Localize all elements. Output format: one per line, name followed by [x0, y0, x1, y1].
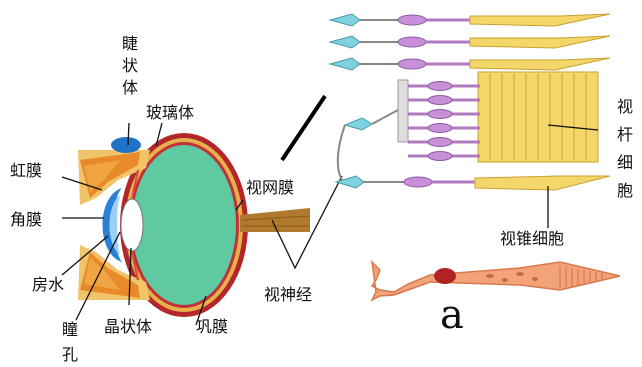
- rod-ganglion-cell: [345, 118, 372, 130]
- bipolar-cell: [404, 177, 432, 187]
- ciliary-body-blob: [111, 137, 141, 153]
- ganglion-cell: [330, 58, 360, 70]
- lens-label: 晶状体: [104, 317, 152, 336]
- vitreous-body: [132, 145, 236, 305]
- rod-cells-label-4: 胞: [617, 181, 633, 200]
- sclera-label: 巩膜: [196, 317, 228, 336]
- cone-row-2: [330, 36, 610, 48]
- rod-bipolar-rows: [408, 82, 480, 161]
- cone-cell-nucleus: [434, 268, 456, 284]
- rod-bipolar-cell: [428, 110, 452, 119]
- rod-bipolar-cell: [428, 138, 452, 147]
- rod-branch-stem: [398, 80, 408, 142]
- rod-bipolar-cell: [428, 124, 452, 133]
- rod-bipolar-cell: [428, 96, 452, 105]
- aqueous-label: 房水: [32, 275, 64, 294]
- ganglion-cell: [330, 36, 360, 48]
- cornea-label: 角膜: [10, 210, 42, 229]
- isolated-cone-cell: [372, 262, 620, 300]
- bipolar-cell: [398, 37, 426, 47]
- rod-cells-label-3: 细: [617, 153, 633, 172]
- ganglion-cell: [330, 14, 360, 26]
- pupil-label-1: 瞳: [62, 320, 78, 339]
- ciliary-body-label-1: 睫: [122, 34, 138, 53]
- lens-shape: [121, 199, 143, 251]
- cone-row-1: [330, 14, 610, 26]
- cone-row-4: [336, 176, 610, 190]
- rod-connector: [372, 110, 398, 124]
- rod-cells-label-2: 杆: [617, 125, 633, 144]
- ciliary-body-label-2: 状: [122, 56, 138, 75]
- bipolar-cell: [398, 59, 426, 69]
- bipolar-cell: [398, 15, 426, 25]
- optic-nerve-label: 视神经: [264, 285, 312, 304]
- retina-zoom-pointer: [282, 96, 325, 160]
- cone-cell-body: [372, 262, 620, 300]
- rod-bipolar-cell: [428, 152, 452, 161]
- vitreous-label: 玻璃体: [146, 103, 194, 122]
- figure-letter-a: a: [440, 292, 464, 338]
- cone-outer-segment: [470, 58, 610, 70]
- rod-ganglion-axon: [338, 125, 345, 180]
- cone-outer-segment: [475, 176, 610, 190]
- pupil-label-2: 孔: [62, 345, 78, 364]
- iris-label: 虹膜: [10, 161, 42, 180]
- rod-bipolar-cell: [428, 82, 452, 91]
- cone-row-3: [330, 58, 610, 70]
- rod-cells-label-1: 视: [617, 97, 633, 116]
- cone-cells-label: 视锥细胞: [500, 229, 564, 248]
- retina-label: 视网膜: [246, 178, 294, 197]
- cone-outer-segment: [470, 36, 610, 48]
- ciliary-body-label-3: 体: [122, 78, 138, 97]
- cone-outer-segment: [470, 14, 610, 26]
